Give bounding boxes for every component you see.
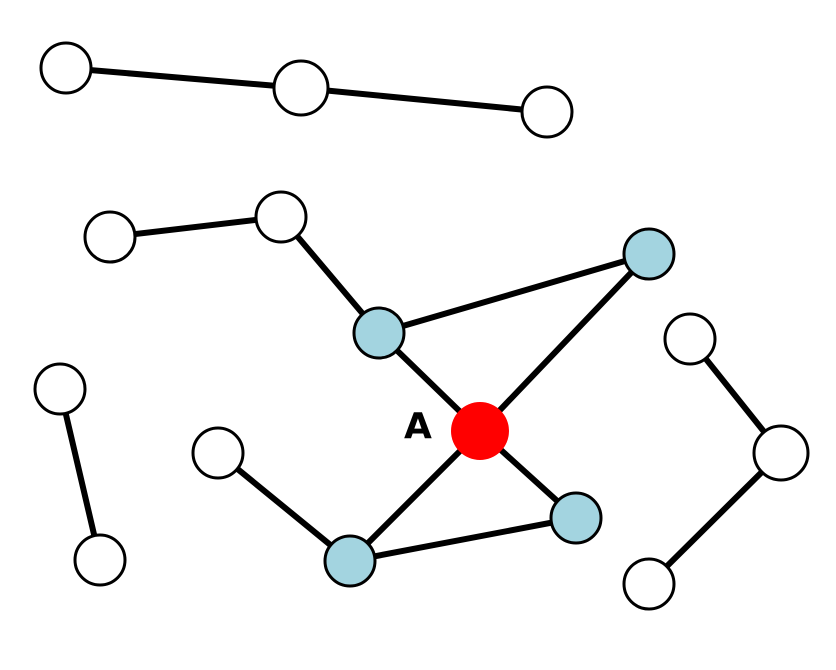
edge: [215, 450, 353, 564]
edge: [57, 386, 103, 563]
node-plain: [83, 210, 137, 264]
edge: [347, 428, 483, 564]
nodes: [33, 41, 810, 611]
edge: [477, 251, 652, 434]
edge: [376, 251, 652, 336]
edge: [646, 450, 784, 587]
edge: [107, 214, 284, 240]
node-center: [451, 402, 509, 460]
edge: [63, 65, 304, 91]
node-plain: [272, 59, 330, 117]
node-neighbor: [622, 227, 676, 281]
node-plain: [254, 190, 308, 244]
node-plain: [33, 362, 87, 416]
node-plain: [73, 533, 127, 587]
edge: [298, 85, 550, 115]
node-plain: [520, 85, 574, 139]
center-node-label: A: [404, 406, 432, 447]
node-plain: [752, 424, 810, 482]
node-neighbor: [549, 491, 603, 545]
node-plain: [622, 557, 676, 611]
node-neighbor: [352, 306, 406, 360]
node-neighbor: [323, 534, 377, 588]
node-plain: [39, 41, 93, 95]
node-plain: [663, 312, 717, 366]
node-plain: [191, 426, 245, 480]
edge: [347, 515, 579, 564]
